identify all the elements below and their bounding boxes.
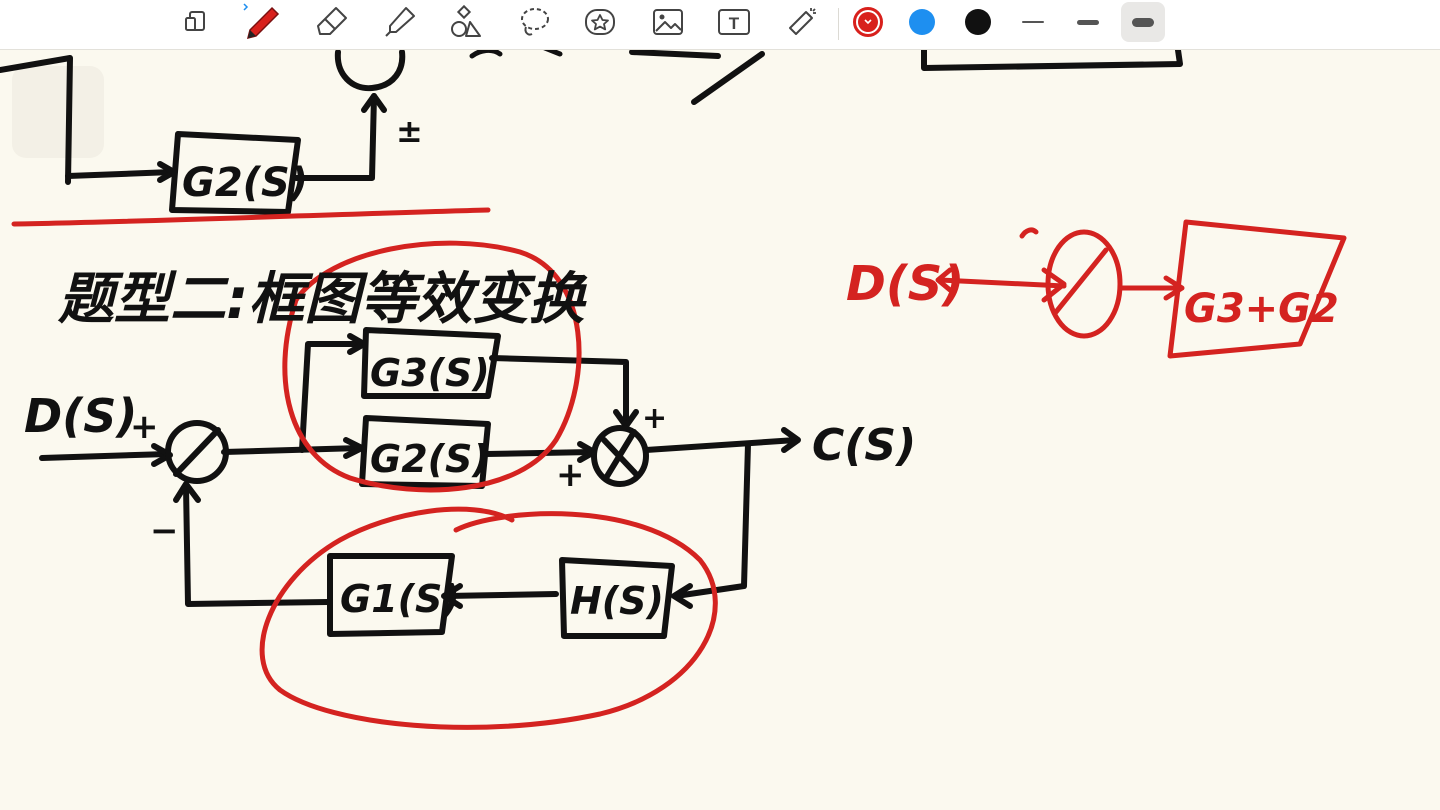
toolbar-divider	[838, 8, 839, 40]
sum1-bottom-arrowhead	[173, 481, 201, 503]
blue-swatch-fill	[909, 9, 935, 35]
page-layout-icon	[185, 11, 205, 31]
output-line	[643, 437, 799, 453]
g2-label: G2(S)	[370, 437, 490, 481]
pen-icon	[243, 3, 280, 40]
h-block	[559, 557, 675, 639]
summing-junction-1-cross	[173, 427, 221, 477]
red-block-arrowhead	[1163, 275, 1185, 301]
feedback-down-line	[673, 441, 751, 599]
laser-pointer-icon	[789, 8, 816, 35]
thin-stroke-sample	[1022, 21, 1044, 23]
stroke-width-thick[interactable]	[1121, 2, 1165, 42]
top-sign-label: ±	[396, 112, 423, 150]
eraser-tool[interactable]	[310, 2, 354, 42]
text-box-tool[interactable]: T	[712, 2, 756, 42]
red-circle-forward-paths	[282, 240, 582, 493]
page-layout-tool[interactable]	[174, 2, 218, 42]
top-right-bracket	[921, 47, 1183, 71]
red-combined-block	[1167, 219, 1347, 359]
h-label: H(S)	[570, 579, 664, 623]
summing-junction-2-cross	[601, 429, 639, 481]
top-diagonal-line	[691, 51, 765, 105]
red-summing-junction	[1045, 229, 1123, 339]
sticker-icon	[585, 9, 615, 35]
branch-to-g3-line	[299, 341, 365, 453]
output-label: C(S)	[812, 420, 916, 471]
chevron-down-icon	[864, 19, 872, 25]
red-underline	[11, 207, 491, 227]
sum1-to-g2-line	[221, 445, 363, 455]
input-label: D(S)	[24, 389, 137, 443]
g2-to-sum2-line	[483, 449, 595, 457]
color-swatch-blue[interactable]	[900, 2, 944, 42]
lasso-icon	[521, 8, 549, 36]
thick-stroke-sample	[1132, 17, 1154, 27]
red-block-label: G3+G2	[1184, 286, 1339, 332]
red-circle-feedback-path	[259, 506, 718, 730]
laser-pointer-tool[interactable]	[780, 2, 824, 42]
g1-block	[327, 553, 455, 637]
g3-block	[361, 327, 501, 399]
red-input-tail	[935, 267, 953, 293]
red-input-label: D(S)	[846, 256, 964, 312]
input-line	[39, 451, 171, 461]
stroke-width-thin[interactable]	[1011, 2, 1055, 42]
g3-to-sum2-line	[489, 355, 629, 427]
top-g2-block	[169, 131, 301, 215]
sticker-tool[interactable]	[578, 2, 622, 42]
highlighter-tool[interactable]	[378, 2, 422, 42]
top-arrow-line	[65, 169, 175, 179]
top-g2-label: G2(S)	[182, 160, 308, 206]
text-box-letter: T	[729, 14, 740, 33]
sum1-plus-sign: +	[130, 407, 159, 447]
drawing-toolbar: T	[0, 0, 1440, 50]
pen-tool[interactable]	[240, 2, 284, 42]
text-box-icon: T	[718, 9, 750, 35]
top-up-arrowhead	[361, 93, 387, 113]
heading-text: 题型二:框图等效变换	[57, 267, 588, 332]
stroke-width-medium[interactable]	[1066, 2, 1110, 42]
top-mid-line	[629, 49, 721, 59]
black-swatch-fill	[965, 9, 991, 35]
medium-stroke-sample	[1077, 19, 1099, 25]
color-swatch-black[interactable]	[956, 2, 1000, 42]
red-swatch-ring	[853, 7, 883, 37]
shapes-icon	[451, 4, 481, 37]
red-swatch-fill	[858, 12, 878, 32]
eraser-icon	[317, 7, 347, 35]
g1-to-sum1-line	[183, 483, 331, 607]
image-tool[interactable]	[646, 2, 690, 42]
collapsed-page-panel[interactable]	[12, 66, 104, 158]
shapes-tool[interactable]	[444, 2, 488, 42]
top-summing-junction	[334, 49, 406, 92]
sum2-bottom-plus-sign: +	[556, 455, 585, 495]
red-junction-cross	[1053, 247, 1109, 315]
lasso-tool[interactable]	[512, 2, 556, 42]
top-out-line	[293, 93, 377, 181]
color-swatch-red[interactable]	[846, 2, 890, 42]
output-arrowhead	[781, 427, 801, 453]
g3-label: G3(S)	[370, 351, 490, 395]
g1-label: G1(S)	[340, 577, 460, 621]
red-input-line	[937, 277, 1067, 289]
bluetooth-icon	[243, 3, 249, 11]
top-left-line	[0, 55, 73, 185]
red-plus-mark	[1019, 227, 1039, 239]
sum1-minus-sign: −	[150, 511, 179, 551]
h-arrowhead	[671, 583, 693, 609]
summing-junction-2	[591, 425, 649, 487]
sum2-top-plus-sign: +	[642, 401, 667, 436]
image-icon	[653, 9, 683, 35]
h-to-g1-line	[443, 591, 559, 599]
highlighter-icon	[385, 7, 415, 37]
